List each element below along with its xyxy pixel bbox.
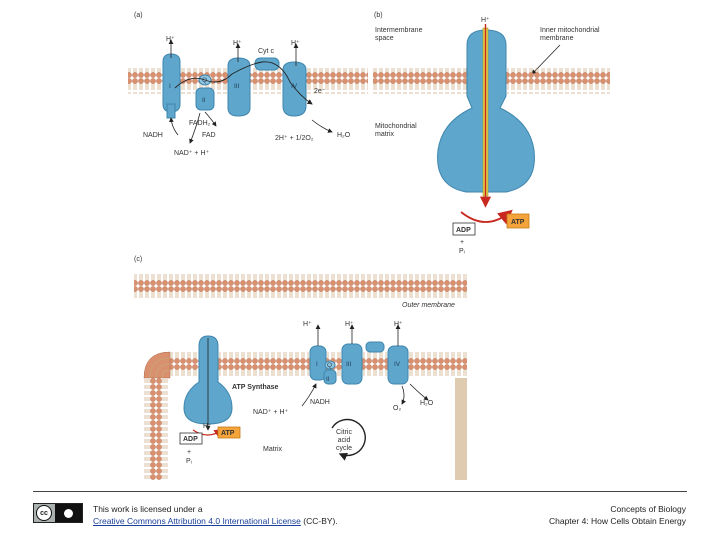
cc-icon-text: cc <box>40 509 48 517</box>
complex-i-label: I <box>169 83 171 90</box>
inner-membrane-left <box>144 378 170 480</box>
complex-i-protein <box>162 53 181 113</box>
license-notice: This work is licensed under a Creative C… <box>93 503 338 527</box>
c-complex-iii-label: III <box>346 361 352 368</box>
c-nad-label: NAD⁺ + H⁺ <box>253 409 289 416</box>
license-link[interactable]: Creative Commons Attribution 4.0 Interna… <box>93 516 301 526</box>
complex-iv-label: IV <box>291 83 298 90</box>
c-atp-box <box>217 426 241 439</box>
fad-label: FAD <box>202 132 216 139</box>
by-attribution-icon <box>55 504 82 522</box>
oxygen-label: 2H⁺ + 1/2O₂ <box>275 135 314 142</box>
c-water-label: H₂O <box>420 400 434 407</box>
panel-b-pi: Pᵢ <box>459 248 465 255</box>
panel-b-adp: ADP <box>456 227 471 234</box>
outer-membrane-label: Outer membrane <box>402 302 455 309</box>
electron-path <box>174 61 313 105</box>
inner-membrane-right <box>455 378 467 480</box>
cyt-c-label: Cyt c <box>258 48 274 55</box>
panel-b-adp-box <box>452 222 476 236</box>
footer-rule <box>33 491 687 492</box>
rotation-arrow <box>460 209 513 225</box>
panel-b-atp-box <box>506 213 530 229</box>
panel-a: (a) H⁺ H⁺ H⁺ Cyt c I II III IV Q 2e⁻ <box>128 12 368 157</box>
panel-c-letter: (c) <box>134 256 142 263</box>
c-atp-synthase-label: ATP Synthase <box>232 384 279 391</box>
c-complex-iv-label: IV <box>394 361 401 368</box>
panel-a-proton-2: H⁺ <box>233 40 242 47</box>
c-pi-plus: + <box>187 449 191 456</box>
c-proton-2: H⁺ <box>345 321 354 328</box>
c-matrix-label: Matrix <box>263 446 283 453</box>
c-complex-ii-label: II <box>326 376 330 383</box>
inner-membrane-corner <box>143 351 171 379</box>
c-complex-iii <box>341 343 363 385</box>
cc-icon: cc <box>36 505 52 521</box>
c-adp: ADP <box>183 436 198 443</box>
nad-label: NAD⁺ + H⁺ <box>174 150 210 157</box>
complex-iii-protein <box>227 57 251 117</box>
etc-figure: (a) H⁺ H⁺ H⁺ Cyt c I II III IV Q 2e⁻ <box>128 12 610 480</box>
cc-by-badge: cc <box>33 503 83 523</box>
c-synthase-proton: H⁺ <box>203 423 212 430</box>
citric-acid-cycle-arrow <box>331 418 366 461</box>
complex-iii-label: III <box>234 83 240 90</box>
c-nadh-label: NADH <box>310 399 330 406</box>
c-q-label: Q <box>327 362 332 369</box>
panel-a-proton-1: H⁺ <box>166 36 175 43</box>
c-oxygen-label: O₂ <box>393 405 401 412</box>
license-prefix: This work is licensed under a <box>93 504 203 514</box>
complex-i-stalk <box>166 103 176 119</box>
book-title: Concepts of Biology <box>610 504 686 514</box>
chapter-title: Chapter 4: How Cells Obtain Energy <box>548 516 686 526</box>
fadh2-label: FADH₂ <box>189 120 211 127</box>
complex-ii-protein <box>195 87 215 111</box>
c-complex-ii <box>323 369 337 385</box>
panel-c: (c) Outer membrane H⁺ ATP Synthase ADP A… <box>134 256 467 480</box>
water-label: H₂O <box>337 132 351 139</box>
c-adp-box <box>179 432 203 445</box>
nadh-label: NADH <box>143 132 163 139</box>
c-pi: Pᵢ <box>186 458 192 465</box>
c-cyt-c <box>365 341 385 353</box>
panel-b-pi-plus: + <box>460 239 464 246</box>
c-proton-3: H⁺ <box>394 321 403 328</box>
c-proton-1: H⁺ <box>303 321 312 328</box>
q-label: Q <box>202 77 207 84</box>
panel-b-letter: (b) <box>374 12 383 19</box>
complex-iv-protein <box>282 61 307 117</box>
panel-b-proton: H⁺ <box>481 17 490 24</box>
panel-a-letter: (a) <box>134 12 143 19</box>
outer-membrane <box>134 272 467 298</box>
c-complex-i-label: I <box>316 361 318 368</box>
c-atp: ATP <box>221 430 235 437</box>
book-credit: Concepts of Biology Chapter 4: How Cells… <box>549 503 686 527</box>
panel-a-proton-3: H⁺ <box>291 40 300 47</box>
panel-b-atp: ATP <box>511 219 525 226</box>
c-q-carrier <box>324 360 336 370</box>
license-suffix: (CC-BY). <box>300 516 338 526</box>
complex-ii-label: II <box>202 97 206 104</box>
electron-label: 2e⁻ <box>314 88 326 95</box>
